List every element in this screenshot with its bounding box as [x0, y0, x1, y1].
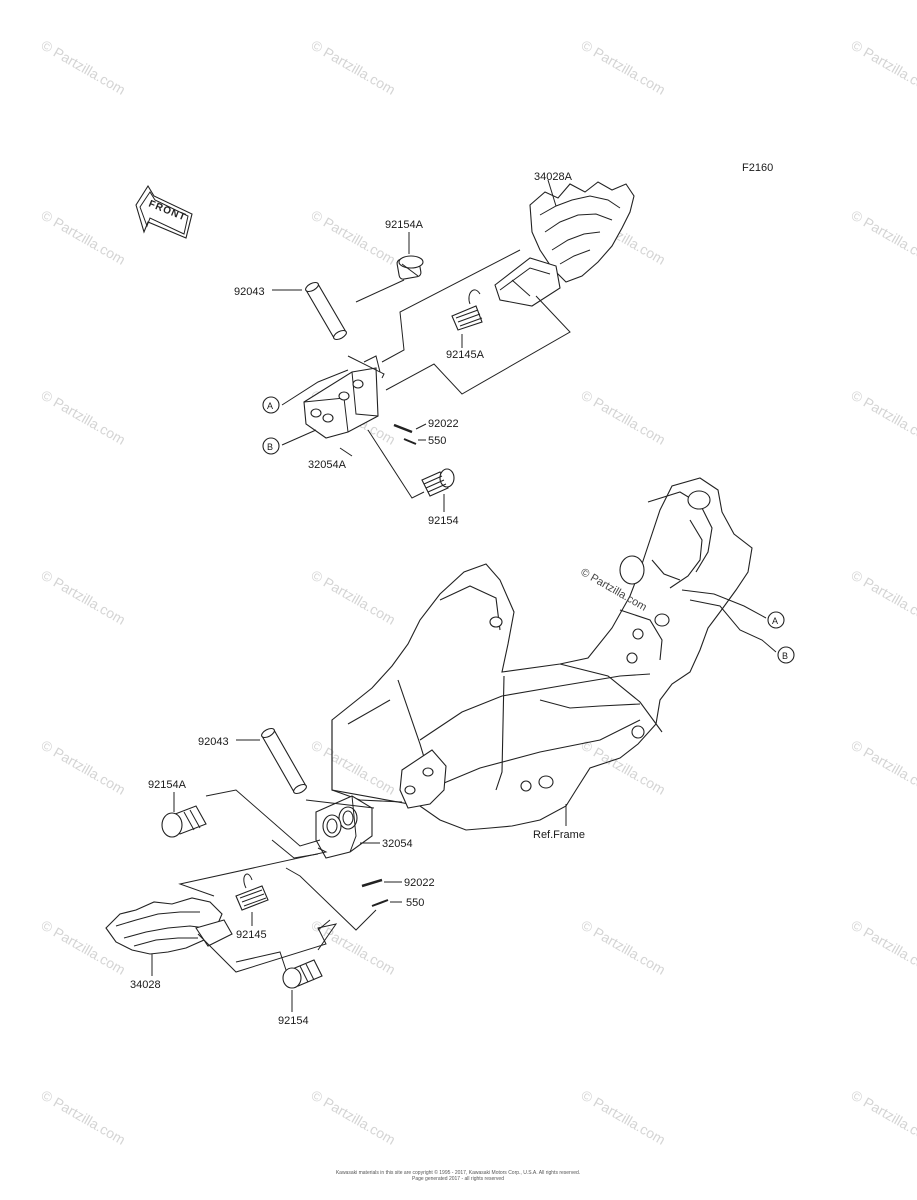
- watermark: © Partzilla.com: [849, 387, 917, 448]
- watermark: © Partzilla.com: [849, 737, 917, 798]
- ref-frame-label: Ref.Frame: [533, 829, 585, 841]
- part-label: 92145A: [446, 349, 485, 361]
- part-label: 32054A: [308, 459, 347, 471]
- frame-hole: [654, 613, 670, 627]
- watermark: © Partzilla.com: [309, 737, 399, 798]
- spring-bottom: [235, 873, 269, 911]
- svg-text:A: A: [267, 401, 273, 411]
- watermark: © Partzilla.com: [39, 37, 129, 98]
- footpeg-bottom: [105, 897, 233, 955]
- bracket-bottom: [315, 795, 373, 859]
- bracket-top: [303, 355, 381, 439]
- part-label: 92043: [198, 736, 229, 748]
- callout-b-frame: B: [777, 646, 795, 664]
- watermark: © Partzilla.com: [39, 207, 129, 268]
- watermark: © Partzilla.com: [309, 207, 399, 268]
- part-label: 550: [406, 897, 424, 909]
- watermark: © Partzilla.com: [579, 387, 669, 448]
- watermark: © Partzilla.com: [579, 917, 669, 978]
- frame-hole: [687, 490, 711, 510]
- watermark: © Partzilla.com: [849, 37, 917, 98]
- svg-text:B: B: [782, 651, 788, 661]
- frame-hole: [489, 616, 503, 628]
- spring-top: [451, 289, 483, 331]
- bolt-bottom-a: [161, 805, 207, 838]
- frame-hole: [619, 555, 645, 585]
- cotter-pin-top: [393, 423, 413, 434]
- watermark: © Partzilla.com: [849, 207, 917, 268]
- part-labels: 34028A 92154A 92043 92145A 92022 550 320…: [130, 171, 573, 1027]
- copyright-footer-2: Page generated 2017 - all rights reserve…: [412, 1176, 504, 1182]
- svg-text:B: B: [267, 442, 273, 452]
- watermark: © Partzilla.com: [579, 1087, 669, 1148]
- watermark: © Partzilla.com: [39, 567, 129, 628]
- washer-pin-top: [403, 438, 417, 445]
- watermark: © Partzilla.com: [849, 567, 917, 628]
- watermark: © Partzilla.com: [849, 917, 917, 978]
- frame-hole: [632, 628, 644, 640]
- watermark: © Partzilla.com: [309, 917, 399, 978]
- watermark: © Partzilla.com: [579, 37, 669, 98]
- callout-a-top: A: [262, 396, 280, 414]
- callout-b-top: B: [262, 437, 280, 455]
- top-assembly: [272, 179, 635, 512]
- footpeg-top: [494, 181, 635, 307]
- part-label: 92022: [428, 418, 459, 430]
- part-label: 32054: [382, 838, 413, 850]
- frame-hole: [626, 652, 638, 664]
- pin-top: [305, 281, 347, 341]
- watermark: © Partzilla.com: [309, 567, 399, 628]
- watermark: © Partzilla.com: [39, 387, 129, 448]
- part-label: 550: [428, 435, 446, 447]
- watermark: © Partzilla.com: [309, 1087, 399, 1148]
- bolt-bottom: [282, 959, 323, 989]
- part-label: 34028: [130, 979, 161, 991]
- part-label: 92154: [278, 1015, 309, 1027]
- pin-bottom: [261, 727, 307, 795]
- watermark: © Partzilla.com: [309, 37, 399, 98]
- part-label: 92145: [236, 929, 267, 941]
- part-label: 92043: [234, 286, 265, 298]
- part-label: 92154A: [385, 219, 424, 231]
- part-label: 92022: [404, 877, 435, 889]
- svg-text:A: A: [772, 616, 778, 626]
- frame: © Partzilla.com: [331, 477, 777, 831]
- callout-a-frame: A: [767, 611, 785, 629]
- cotter-pin-bottom: [361, 878, 383, 888]
- figure-code: F2160: [742, 162, 773, 174]
- copyright-footer: Kawasaki materials in this site are copy…: [336, 1169, 580, 1176]
- front-arrow-icon: FRONT: [135, 184, 193, 239]
- part-label: 92154: [428, 515, 459, 527]
- part-label: 92154A: [148, 779, 187, 791]
- frame-hole: [631, 725, 645, 739]
- watermark: © Partzilla.com: [39, 1087, 129, 1148]
- watermark: © Partzilla.com: [849, 1087, 917, 1148]
- bolt-top: [421, 468, 455, 497]
- part-label: 34028A: [534, 171, 573, 183]
- watermark: © Partzilla.com: [39, 737, 129, 798]
- frame-hole: [538, 775, 554, 789]
- bolt-top-a: [396, 255, 424, 280]
- bottom-assembly: [105, 727, 402, 1012]
- frame-footpeg-mount: [399, 749, 447, 809]
- washer-pin-bottom: [371, 899, 389, 907]
- frame-hole: [520, 780, 532, 792]
